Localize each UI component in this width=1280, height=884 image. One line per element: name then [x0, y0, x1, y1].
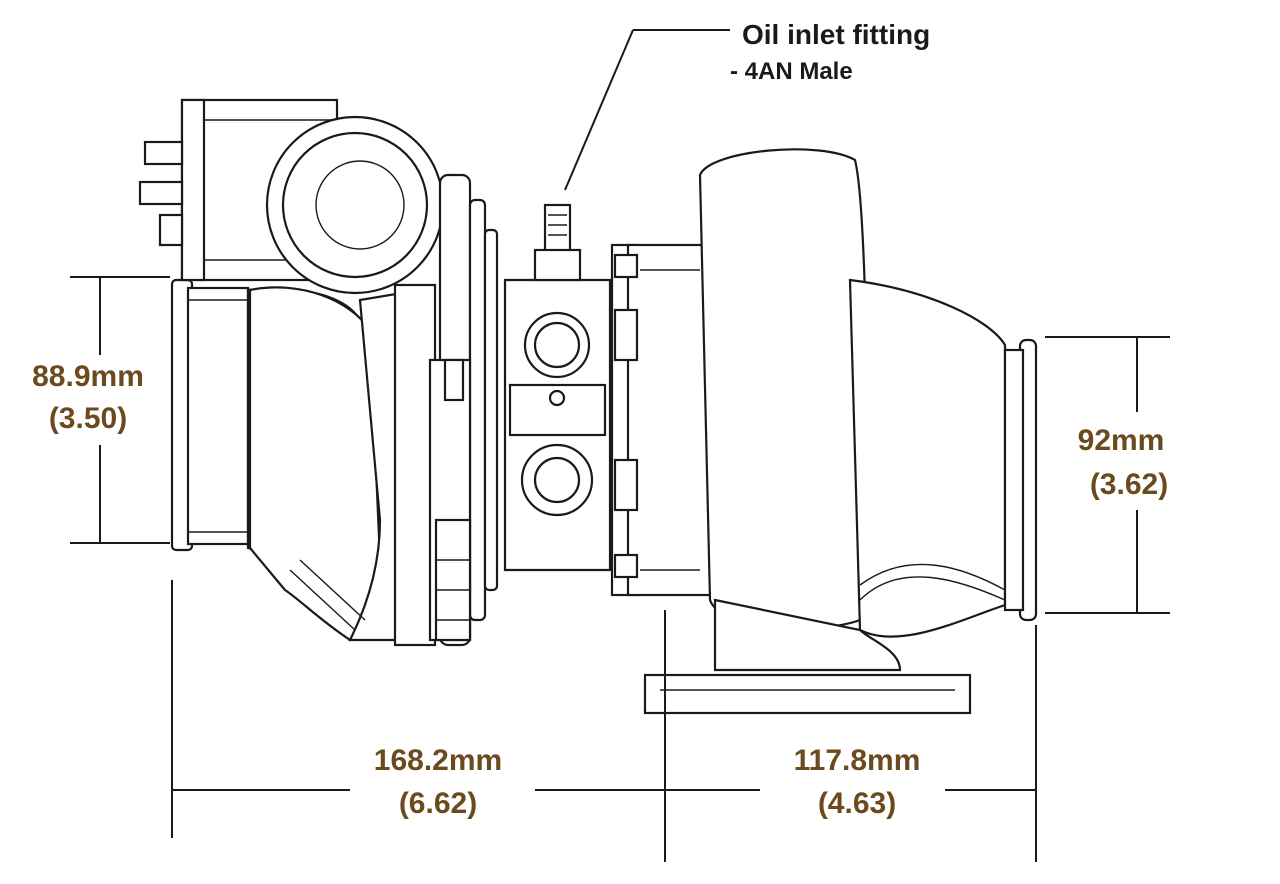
callout-label: Oil inlet fitting - 4AN Male — [730, 19, 930, 85]
turbine-inlet-flange — [643, 598, 972, 715]
callout-leader — [564, 29, 634, 191]
callout-line2: - 4AN Male — [730, 58, 853, 85]
callout-line1: Oil inlet fitting — [742, 19, 930, 50]
dimension-lines — [70, 29, 1170, 862]
dimension-turbine-length: 117.8mm (4.63) — [794, 744, 921, 820]
dimension-inlet-height: 88.9mm (3.50) — [32, 360, 144, 435]
dimension-outlet-height: 92mm (3.62) — [1078, 424, 1169, 501]
turbine-flange — [610, 243, 715, 597]
inlet-height-mm: 88.9mm — [32, 360, 144, 393]
outlet-height-mm: 92mm — [1078, 424, 1165, 457]
bearing-housing — [503, 203, 612, 572]
center-housing — [428, 358, 472, 642]
turbine-housing — [698, 148, 1038, 638]
turbine-length-mm: 117.8mm — [794, 744, 921, 777]
inlet-height-inch: (3.50) — [49, 402, 127, 435]
turbine-length-inch: (4.63) — [818, 787, 896, 820]
compressor-length-mm: 168.2mm — [374, 744, 502, 777]
compressor-outlet-flange — [138, 98, 445, 295]
turbocharger-illustration — [138, 98, 1038, 715]
compressor-housing — [248, 283, 437, 647]
dimension-compressor-length: 168.2mm (6.62) — [374, 744, 502, 820]
compressor-length-inch: (6.62) — [399, 787, 477, 820]
outlet-height-inch: (3.62) — [1090, 468, 1168, 501]
